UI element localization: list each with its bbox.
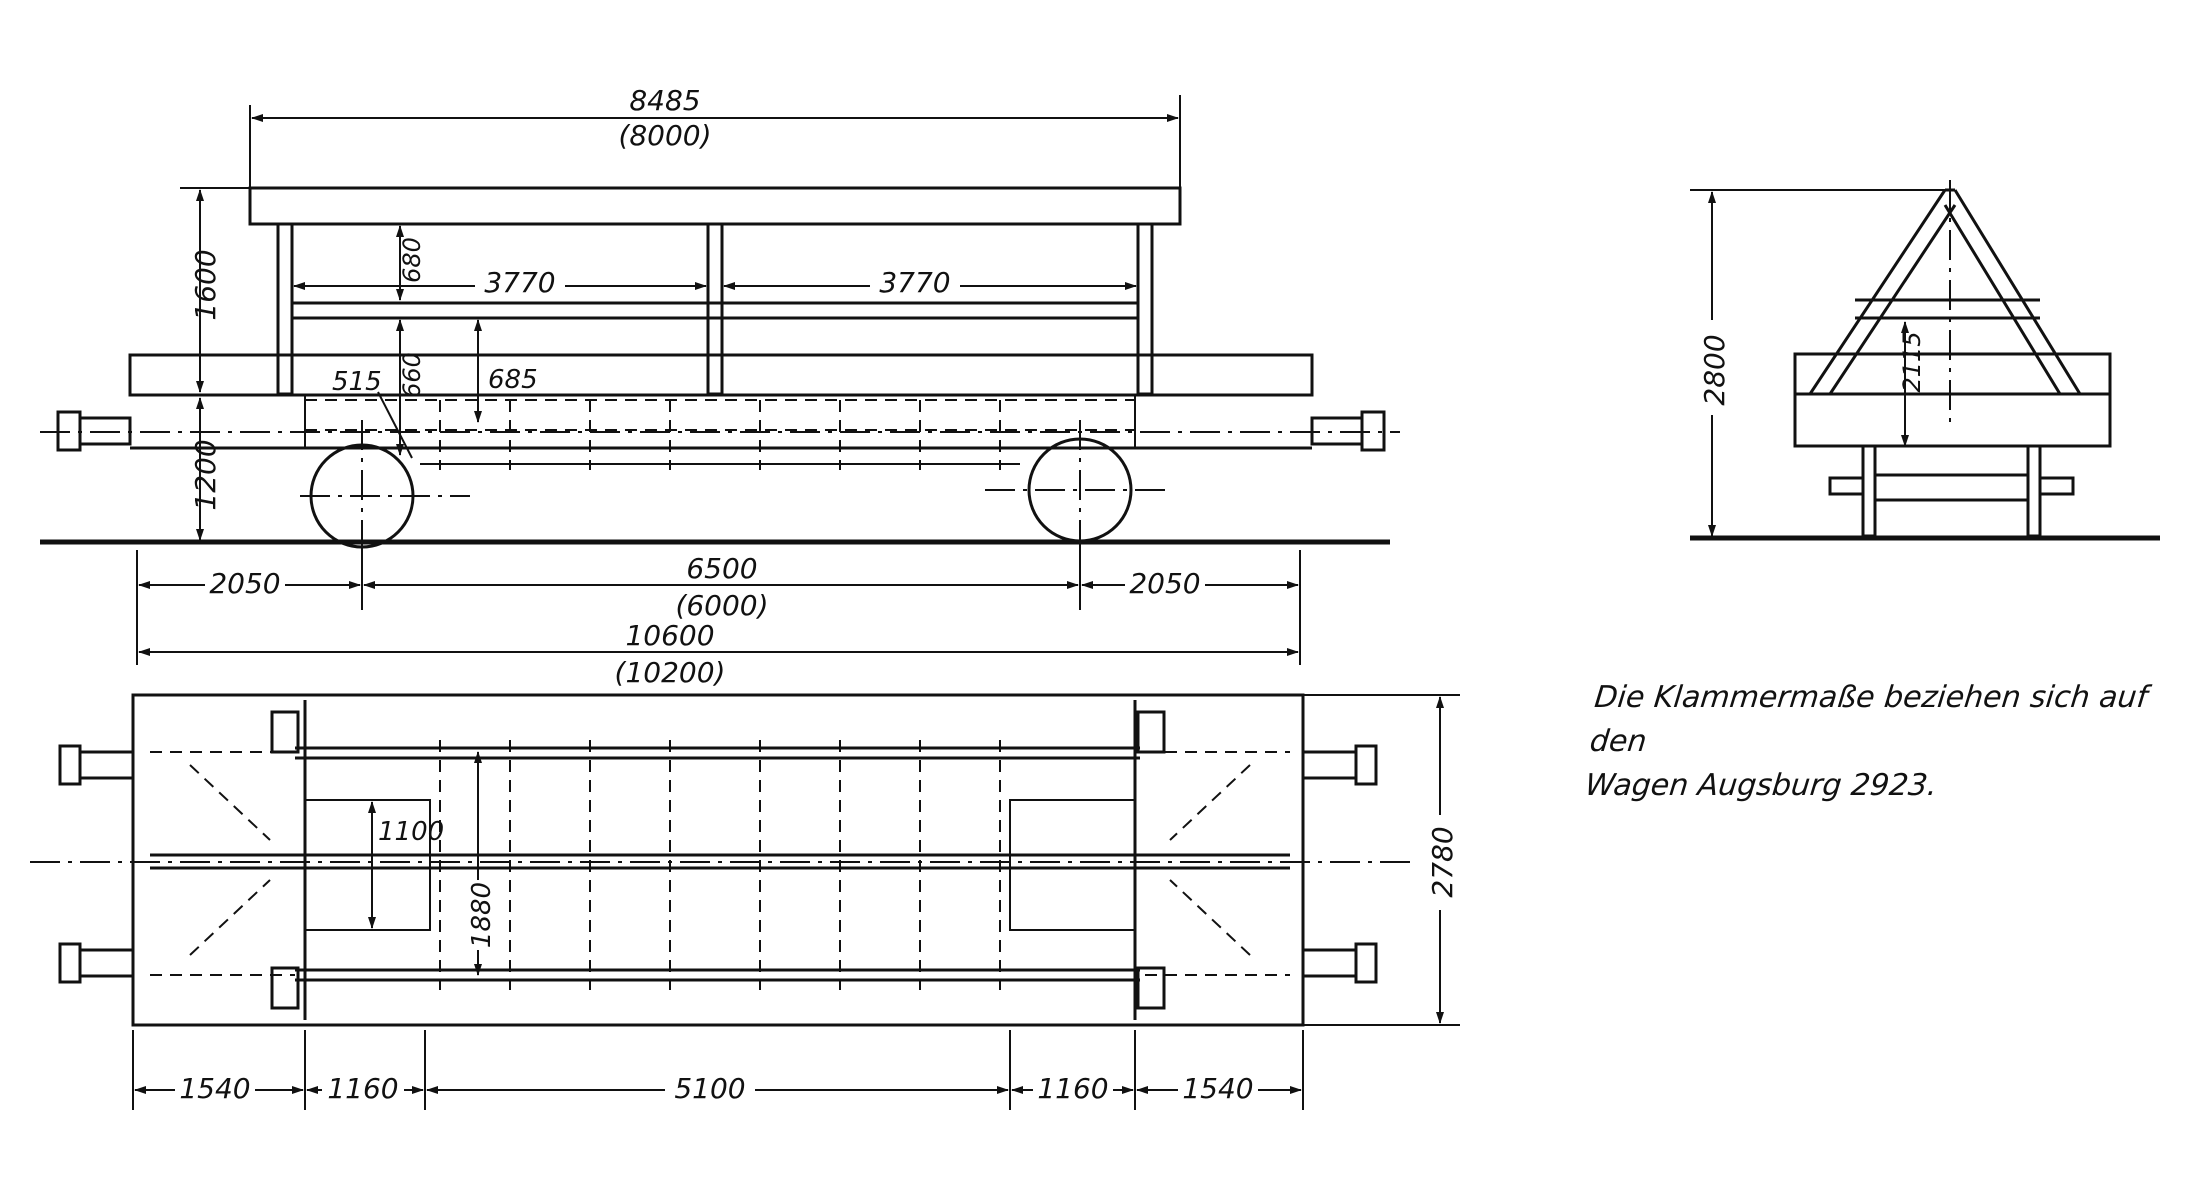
dim-frame-height: 1200 bbox=[189, 439, 222, 510]
end-view: 2800 2115 bbox=[1690, 180, 2160, 541]
inner-cutouts bbox=[305, 799, 1135, 931]
dim-end-inner: 2115 bbox=[1898, 331, 1926, 392]
dim-overhang-left: 2050 bbox=[209, 567, 280, 600]
dim-515: 515 bbox=[332, 367, 382, 397]
plan-frame bbox=[131, 693, 1305, 1027]
underframe bbox=[130, 395, 1312, 470]
dim-roof-length: 8485 bbox=[629, 84, 700, 117]
dim-total-length-alt: (10200) bbox=[615, 656, 726, 689]
note-line-1: Die Klammermaße beziehen sich auf den bbox=[1588, 680, 2150, 759]
dim-roof-height: 1600 bbox=[189, 249, 222, 320]
dim-680: 680 bbox=[398, 237, 426, 283]
dim-660: 660 bbox=[398, 352, 426, 398]
platform bbox=[128, 353, 1314, 397]
side-rails bbox=[292, 301, 1138, 396]
longitudinal-members bbox=[30, 746, 1410, 982]
side-view: 8485 (8000) 1600 1200 3770 3770 680 660 … bbox=[40, 84, 1400, 689]
end-running-gear bbox=[1828, 444, 2075, 538]
dim-seg2: 1160 bbox=[327, 1072, 398, 1105]
dim-1100: 1100 bbox=[378, 817, 444, 847]
cross-members bbox=[150, 740, 1290, 990]
plan-view: 2780 1100 1880 1540 1160 5100 bbox=[30, 693, 1460, 1110]
roof bbox=[248, 186, 1182, 226]
dim-rail-right: 3770 bbox=[879, 266, 950, 299]
dim-1880: 1880 bbox=[467, 882, 497, 948]
axle-boxes bbox=[270, 710, 1166, 1010]
dim-seg5: 1540 bbox=[1182, 1072, 1253, 1105]
dim-roof-length-alt: (8000) bbox=[618, 119, 711, 152]
dim-seg1: 1540 bbox=[179, 1072, 250, 1105]
plan-buffers bbox=[58, 744, 1378, 984]
note-line-2: Wagen Augsburg 2923. bbox=[1583, 768, 1939, 803]
end-roof-frame bbox=[1808, 188, 2082, 395]
dim-wheelbase-alt: (6000) bbox=[675, 589, 768, 622]
dim-end-height: 2800 bbox=[1698, 334, 1731, 405]
dim-plan-width: 2780 bbox=[1426, 826, 1459, 897]
dim-total-length: 10600 bbox=[625, 619, 714, 652]
buffers bbox=[40, 410, 1400, 452]
bracket-note: Die Klammermaße beziehen sich auf den Wa… bbox=[1583, 676, 2197, 808]
dim-rail-left: 3770 bbox=[484, 266, 555, 299]
dim-seg4: 1160 bbox=[1037, 1072, 1108, 1105]
dim-wheelbase: 6500 bbox=[686, 552, 757, 585]
dim-overhang-right: 2050 bbox=[1129, 567, 1200, 600]
dim-685: 685 bbox=[488, 365, 538, 395]
dim-seg3: 5100 bbox=[674, 1072, 745, 1105]
